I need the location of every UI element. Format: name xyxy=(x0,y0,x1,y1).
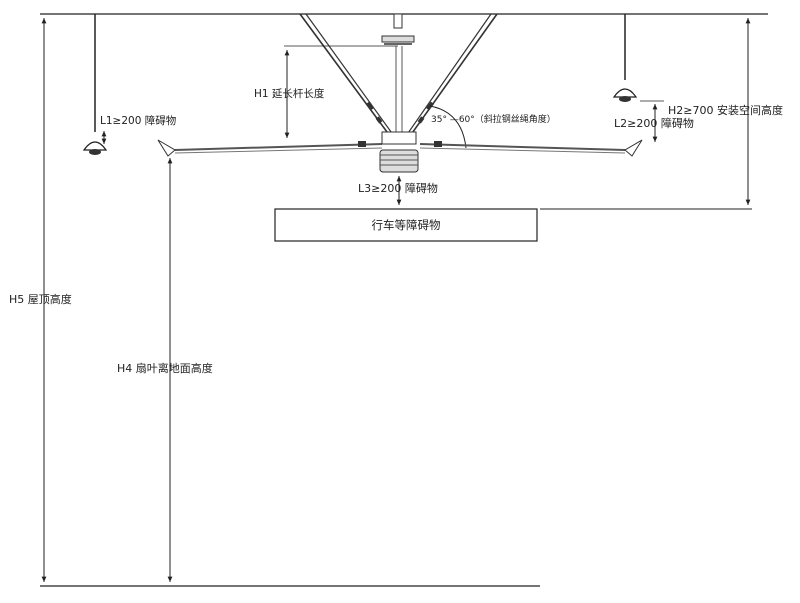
left-light-fixture xyxy=(82,14,108,155)
angle-label: 35° —60°（斜拉钢丝绳角度） xyxy=(431,115,556,125)
right-light-fixture xyxy=(612,14,638,102)
angle-arc xyxy=(429,105,467,149)
l1-label: L1≥200 障碍物 xyxy=(100,115,177,127)
fan-blades xyxy=(157,139,643,157)
h1-label: H1 延长杆长度 xyxy=(254,88,325,100)
h4-label: H4 扇叶离地面高度 xyxy=(117,362,213,375)
l3-label: L3≥200 障碍物 xyxy=(358,182,438,195)
fan-motor xyxy=(379,131,419,173)
steel-cables xyxy=(299,13,498,137)
h2-label: H2≥700 安装空间高度 xyxy=(668,104,783,117)
obstacle-box xyxy=(274,208,538,242)
extension-rod xyxy=(381,13,415,134)
obstacle-box-label: 行车等障碍物 xyxy=(371,218,441,232)
l2-label: L2≥200 障碍物 xyxy=(614,117,694,130)
h5-label: H5 屋顶高度 xyxy=(9,293,72,306)
